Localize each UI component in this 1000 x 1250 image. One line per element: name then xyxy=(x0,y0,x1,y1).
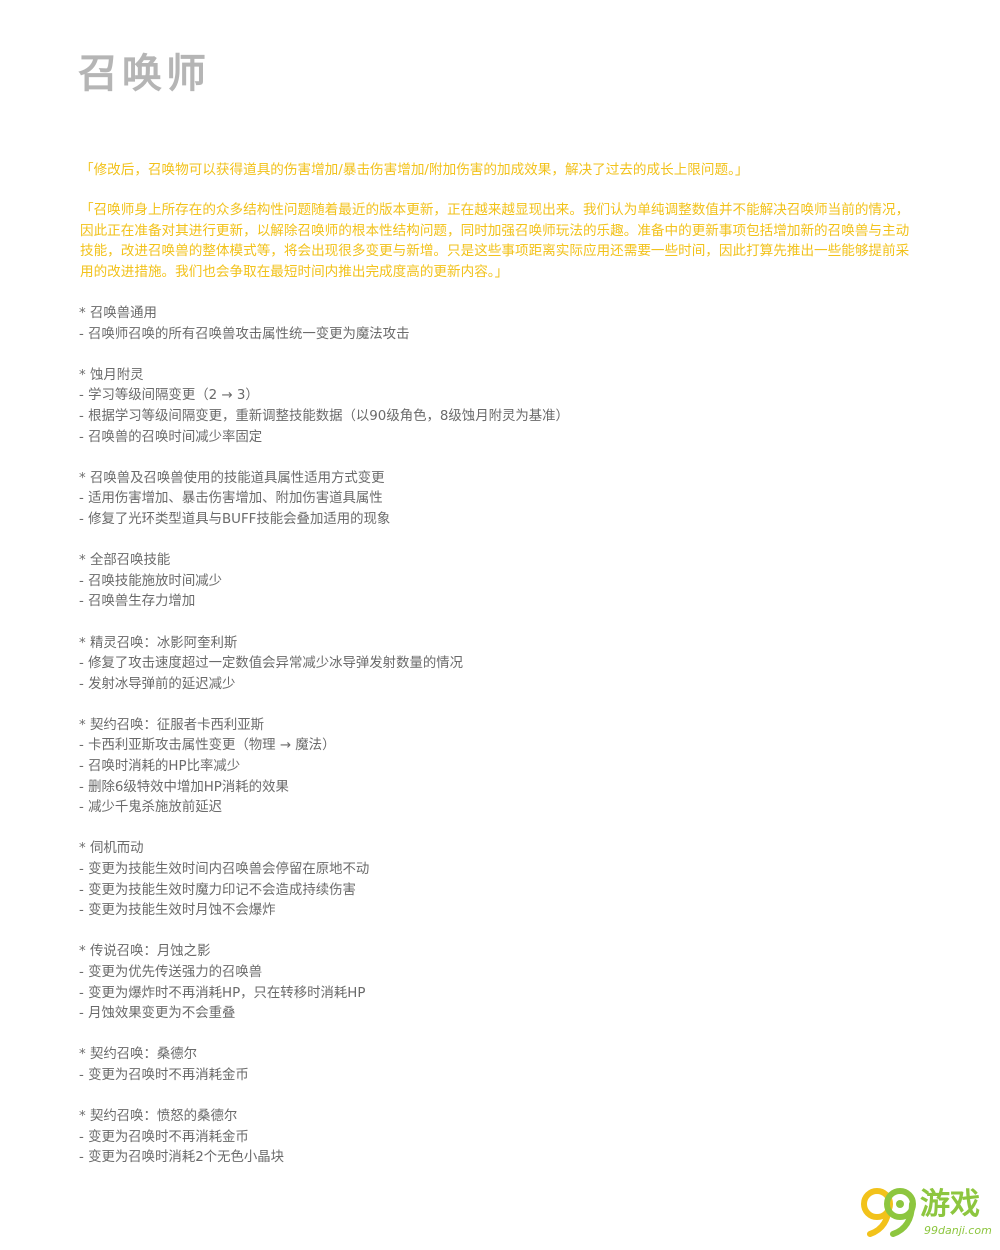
section-title: * 伺机而动 xyxy=(79,841,144,857)
change-section: * 召唤兽通用 - 召唤师召唤的所有召唤兽攻击属性统一变更为魔法攻击 xyxy=(79,304,939,345)
section-title: * 全部召唤技能 xyxy=(79,553,171,569)
logo-text: 游戏 xyxy=(920,1187,980,1222)
change-section: * 全部召唤技能 - 召唤技能施放时间减少 - 召唤兽生存力增加 xyxy=(79,551,939,613)
section-item: - 修复了攻击速度超过一定数值会异常减少冰导弹发射数量的情况 xyxy=(79,656,464,672)
section-title: * 契约召唤：愤怒的桑德尔 xyxy=(79,1109,238,1125)
section-item: - 发射冰导弹前的延迟减少 xyxy=(79,676,236,692)
section-item: - 变更为召唤时不再消耗金币 xyxy=(79,1067,249,1083)
section-item: - 召唤师召唤的所有召唤兽攻击属性统一变更为魔法攻击 xyxy=(79,326,410,342)
change-section: * 召唤兽及召唤兽使用的技能道具属性适用方式变更 - 适用伤害增加、暴击伤害增加、… xyxy=(79,469,939,531)
section-item: - 修复了光环类型道具与BUFF技能会叠加适用的现象 xyxy=(79,511,391,527)
section-title: * 契约召唤：桑德尔 xyxy=(79,1047,198,1063)
section-title: * 蚀月附灵 xyxy=(79,367,144,383)
intro-quote: 「修改后，召唤物可以获得道具的伤害增加/暴击伤害增加/附加伤害的加成效果，解决了… xyxy=(80,162,749,178)
section-title: * 精灵召唤：冰影阿奎利斯 xyxy=(79,635,238,651)
change-list: * 召唤兽通用 - 召唤师召唤的所有召唤兽攻击属性统一变更为魔法攻击 * 蚀月附灵 -… xyxy=(79,304,939,1190)
change-section: * 契约召唤：愤怒的桑德尔 - 变更为召唤时不再消耗金币 - 变更为召唤时消耗2个无… xyxy=(79,1107,939,1169)
page-title: 召唤师 xyxy=(78,51,210,97)
99-logo-icon xyxy=(861,1188,916,1237)
change-section: * 契约召唤：征服者卡西利亚斯 - 卡西利亚斯攻击属性变更（物理 → 魔法） - 召… xyxy=(79,716,939,819)
section-title: * 召唤兽通用 xyxy=(79,306,157,321)
section-item: - 变更为技能生效时月蚀不会爆炸 xyxy=(79,903,276,919)
section-item: - 学习等级间隔变更（2 → 3） xyxy=(79,388,259,404)
section-item: - 召唤兽的召唤时间减少率固定 xyxy=(79,429,263,445)
site-watermark: 游戏 99danji.com xyxy=(860,1186,992,1242)
change-section: * 契约召唤：桑德尔 - 变更为召唤时不再消耗金币 xyxy=(79,1045,939,1086)
section-item: - 变更为召唤时消耗2个无色小晶块 xyxy=(79,1150,285,1166)
section-item: - 减少千鬼杀施放前延迟 xyxy=(79,800,222,816)
section-title: * 召唤兽及召唤兽使用的技能道具属性适用方式变更 xyxy=(79,470,385,486)
section-item: - 适用伤害增加、暴击伤害增加、附加伤害道具属性 xyxy=(79,491,383,507)
change-section: * 蚀月附灵 - 学习等级间隔变更（2 → 3） - 根据学习等级间隔变更，重新调整… xyxy=(79,366,939,448)
section-item: - 召唤时消耗的HP比率减少 xyxy=(79,759,241,775)
section-title: * 传说召唤：月蚀之影 xyxy=(79,944,211,960)
section-item: - 变更为技能生效时魔力印记不会造成持续伤害 xyxy=(79,882,356,898)
section-item: - 删除6级特效中增加HP消耗的效果 xyxy=(79,779,289,795)
section-item: - 卡西利亚斯攻击属性变更（物理 → 魔法） xyxy=(79,738,336,754)
section-item: - 变更为技能生效时间内召唤兽会停留在原地不动 xyxy=(79,862,370,878)
section-item: - 月蚀效果变更为不会重叠 xyxy=(79,1006,236,1022)
section-title: * 契约召唤：征服者卡西利亚斯 xyxy=(79,717,265,733)
section-item: - 召唤兽生存力增加 xyxy=(79,594,196,610)
change-section: * 精灵召唤：冰影阿奎利斯 - 修复了攻击速度超过一定数值会异常减少冰导弹发射数量… xyxy=(79,634,939,696)
section-item: - 变更为优先传送强力的召唤兽 xyxy=(79,965,263,980)
change-section: * 传说召唤：月蚀之影 - 变更为优先传送强力的召唤兽 - 变更为爆炸时不再消耗HP… xyxy=(79,942,939,1024)
dev-note-quote: 「召唤师身上所存在的众多结构性问题随着最近的版本更新，正在越来越显现出来。我们认… xyxy=(80,202,910,280)
section-item: - 根据学习等级间隔变更，重新调整技能数据（以90级角色，8级蚀月附灵为基准） xyxy=(79,408,569,424)
logo-domain: 99danji.com xyxy=(924,1224,992,1237)
change-section: * 伺机而动 - 变更为技能生效时间内召唤兽会停留在原地不动 - 变更为技能生效时魔… xyxy=(79,839,939,921)
section-item: - 召唤技能施放时间减少 xyxy=(79,573,222,589)
section-item: - 变更为爆炸时不再消耗HP，只在转移时消耗HP xyxy=(79,985,366,1001)
section-item: - 变更为召唤时不再消耗金币 xyxy=(79,1129,249,1145)
